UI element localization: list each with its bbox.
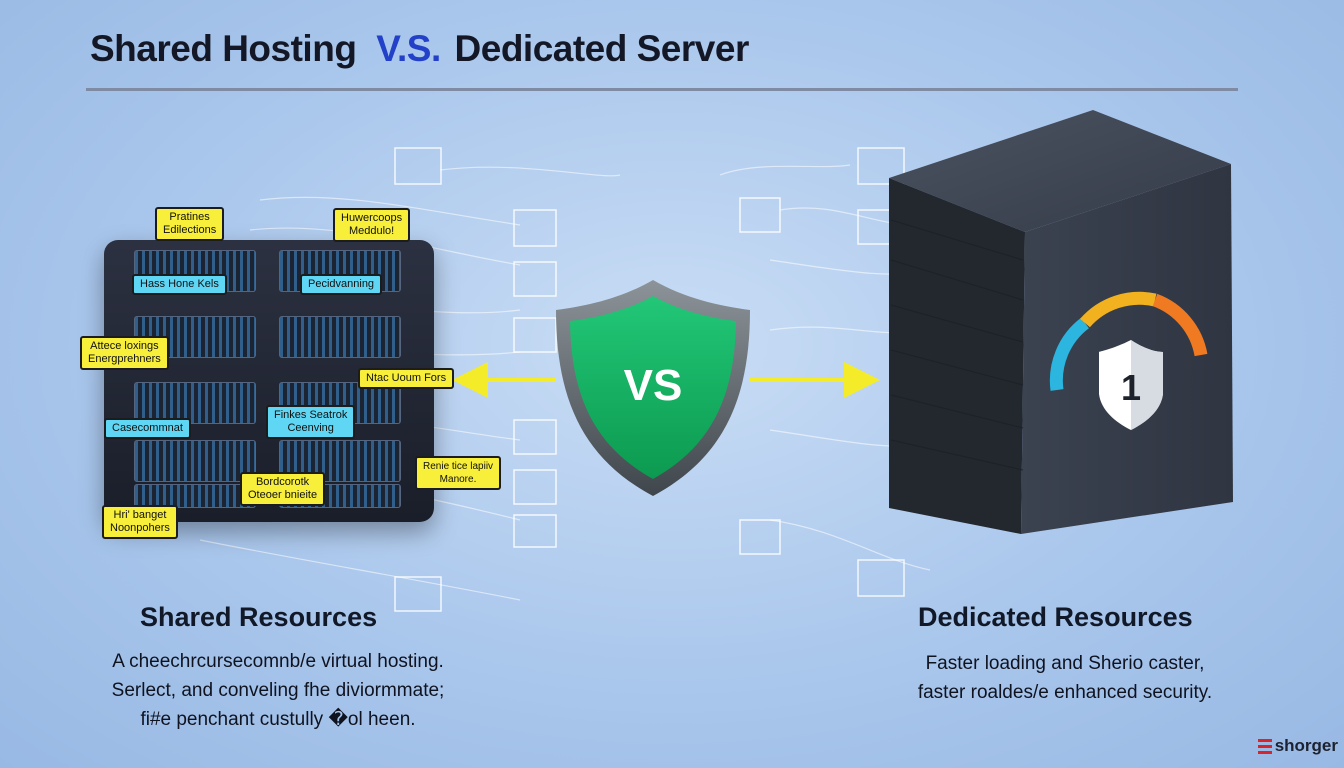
callout-label: Hri' banget Noonpohers (102, 505, 178, 539)
gauge-icon (1049, 291, 1208, 391)
callout-label: Pecidvanning (300, 274, 383, 295)
title-vs: V.S. (376, 28, 441, 69)
tower-badge-label: 1 (1121, 367, 1141, 408)
brand-name: shorger (1274, 736, 1338, 755)
callout-label: Casecommnat (104, 418, 191, 439)
rack-slot (134, 382, 256, 424)
callout-label: Attece loxings Energprehners (80, 336, 169, 370)
brand-icon (1257, 738, 1272, 754)
callout-label: Pratines Edilections (155, 207, 225, 241)
page-title: Shared Hosting V.S. Dedicated Server (90, 28, 749, 70)
vs-shield-icon: VS (556, 280, 750, 496)
comparison-arrows (452, 362, 880, 398)
shared-heading: Shared Resources (140, 602, 378, 632)
rack-slot (134, 484, 256, 508)
rack-slot (279, 316, 401, 358)
dedicated-heading: Dedicated Resources (918, 602, 1193, 632)
callout-label: Ntac Uoum Fors (358, 368, 455, 389)
title-divider (86, 88, 1238, 91)
rack-slot (134, 440, 256, 482)
callout-label: Huwercoops Meddulo! (333, 208, 411, 242)
network-node-boxes (394, 147, 905, 612)
shared-description: A cheechrcursecomnb/e virtual hosting. S… (111, 651, 445, 730)
title-left: Shared Hosting (90, 28, 357, 69)
callout-label: Finkes Seatrok Ceenving (266, 405, 356, 439)
callout-label: Hass Hone Kels (132, 274, 227, 295)
brand-logo: shorger (1257, 736, 1338, 756)
callout-label: Bordcorotk Oteoer bnieite (240, 472, 326, 506)
shield-icon: 1 (1098, 340, 1163, 430)
callout-label: Renie tice lapiiv Manore. (415, 456, 502, 490)
title-right: Dedicated Server (454, 28, 750, 69)
vs-label: VS (624, 361, 683, 410)
dedicated-server-tower: 1 (889, 110, 1233, 534)
dedicated-description: Faster loading and Sherio caster, faster… (917, 653, 1213, 703)
